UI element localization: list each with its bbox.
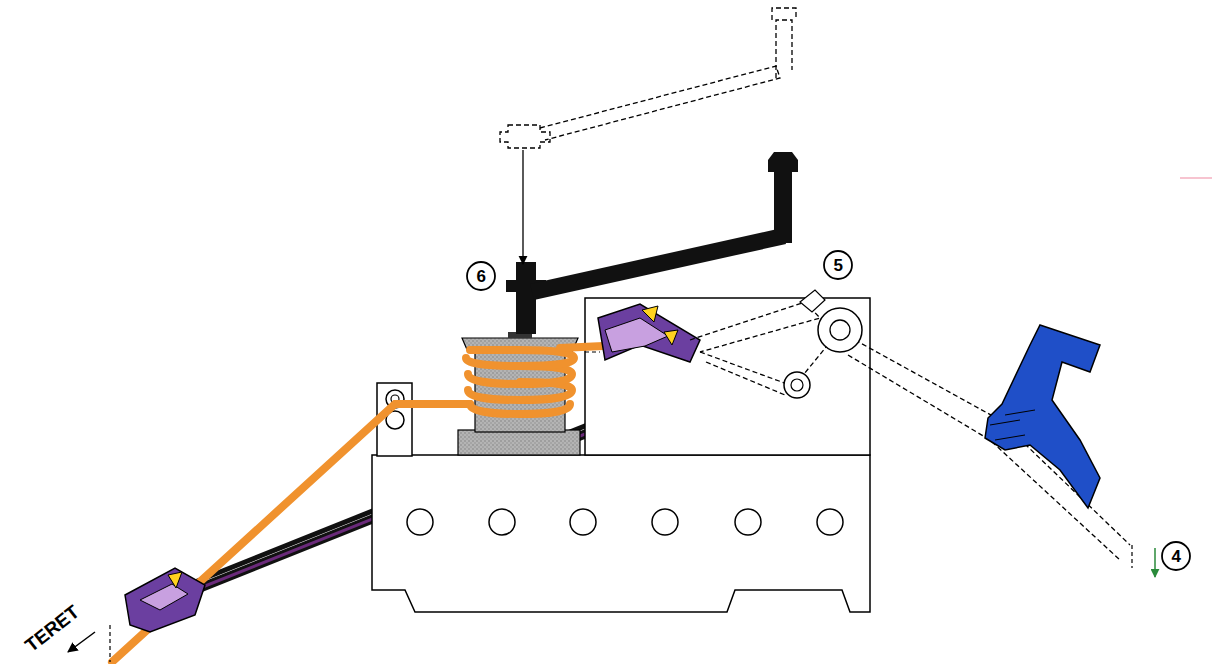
crank-grip [774,165,792,243]
cable [112,404,470,662]
cable-turn [466,350,574,366]
callout-circle [824,251,852,279]
handle-bar [848,340,1130,560]
callout-circle [467,262,495,290]
stray-mark [1180,177,1212,179]
load-arrow [68,632,95,652]
crank-knob-ghost [772,8,796,20]
crank-shaft [516,262,536,334]
base-frame [372,455,870,612]
frame-hole [489,509,515,535]
handle-end [1131,545,1132,568]
motion-arrow [1154,548,1156,577]
clamp-face [140,584,188,610]
clamp-wedge [168,572,182,588]
crank-grip-ghost [776,20,792,78]
clamp-jaw [598,304,700,362]
callout-number: 6 [477,268,486,285]
jaw-wedge [664,330,678,345]
crank-collar-ghost [500,125,550,148]
pivot-pin [830,320,850,340]
frame-hole [407,509,433,535]
crank-handle [506,152,798,334]
capstan-drum [475,348,565,432]
crank-arm [530,228,786,300]
cable-turn [470,404,570,414]
load-label: TERET [22,601,83,654]
frame-hole [817,509,843,535]
jaw-face [605,318,668,352]
drum-base [458,430,580,455]
link-wheel [784,372,810,398]
jaw-housing [585,298,870,455]
load-clamp [125,568,205,632]
frame-hole [735,509,761,535]
pivot-wheel [818,308,862,352]
jaw-body [598,304,700,362]
motion-arrow [522,150,523,264]
callout-circle [1162,542,1190,570]
clamp-body [125,568,205,632]
frame-hole [570,509,596,535]
jaw-wedge [642,306,658,322]
cable-hidden [585,352,600,353]
crank-knob [768,152,798,172]
crank-raised [500,8,796,148]
link-bar [700,352,790,395]
link-bar [690,302,820,352]
callout-number: 5 [834,257,843,274]
link-pin [791,379,803,391]
pawl [800,290,825,312]
load-line [109,625,110,662]
finger-lines [990,410,1035,440]
frame-hole [652,509,678,535]
gloved-hand [985,325,1100,508]
callout-number: 4 [1172,548,1181,565]
crank-arm-ghost [540,66,780,140]
